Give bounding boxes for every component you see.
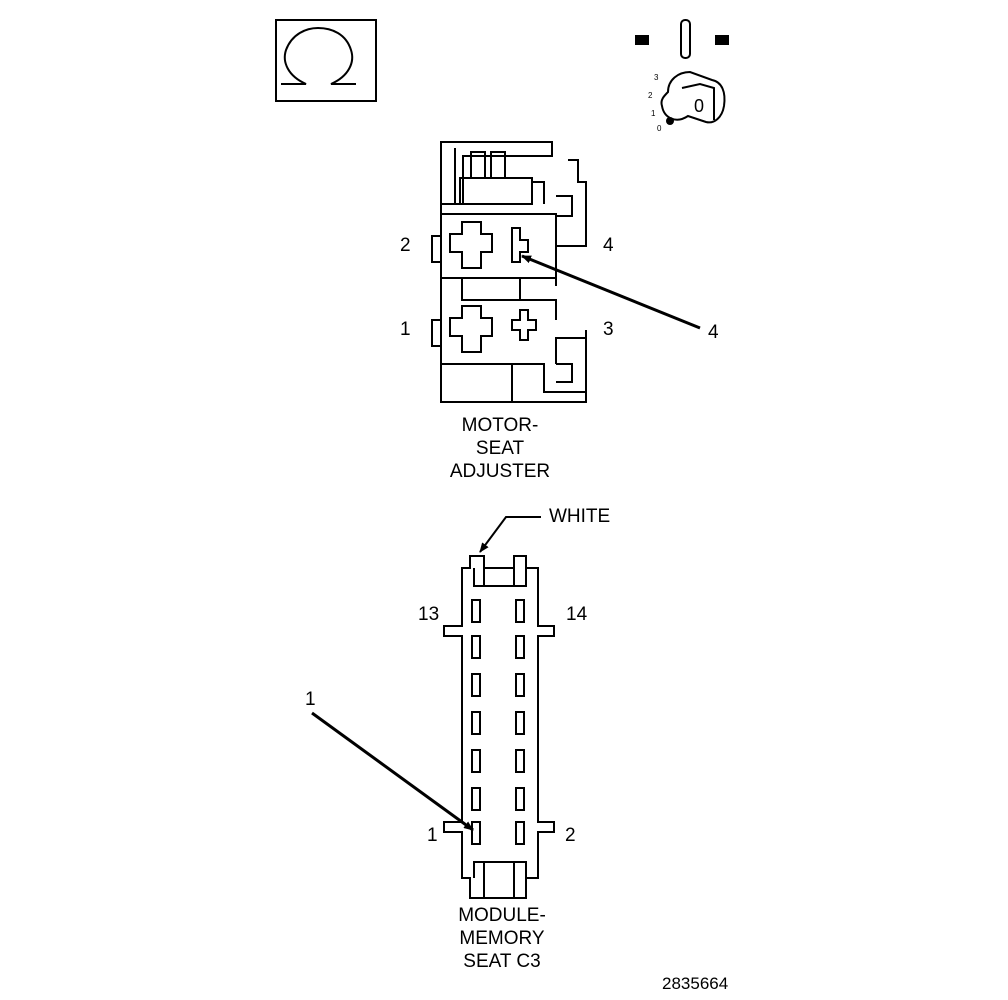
- callout-leader-1: [311, 711, 474, 832]
- motor-pin-3-label: 3: [603, 319, 614, 340]
- key-dial-2: 2: [648, 91, 653, 100]
- module-caption: MODULE- MEMORY SEAT C3: [432, 904, 572, 973]
- motor-caption-line-2: SEAT: [475, 438, 525, 459]
- motor-pin-4-label: 4: [603, 235, 614, 256]
- module-pin-2-label: 2: [565, 825, 576, 846]
- key-dial-0: 0: [657, 124, 662, 133]
- key-dial-3: 3: [654, 73, 659, 82]
- memory-seat-connector: [443, 555, 555, 899]
- ohm-symbol-icon: [275, 19, 377, 102]
- module-callout-number: 1: [305, 689, 316, 710]
- motor-caption-line-1: MOTOR-: [461, 415, 539, 436]
- motor-seat-connector: [431, 141, 587, 403]
- module-caption-line-2: MEMORY: [459, 928, 545, 949]
- motor-callout-number: 4: [708, 322, 719, 343]
- module-caption-line-1: MODULE-: [458, 905, 546, 926]
- module-pin-1-label: 1: [427, 825, 438, 846]
- motor-pin-1-label: 1: [400, 319, 411, 340]
- key-dial-1: 1: [651, 109, 656, 118]
- ignition-key-icon: [635, 19, 729, 125]
- motor-caption-line-3: ADJUSTER: [449, 461, 551, 482]
- callout-leader-4: [521, 254, 701, 330]
- key-position-label: 0: [694, 96, 705, 116]
- white-color-label: WHITE: [549, 506, 611, 527]
- motor-pin-2-label: 2: [400, 235, 411, 256]
- module-pin-13-label: 13: [418, 604, 440, 625]
- figure-number: 2835664: [662, 974, 729, 993]
- white-leader: [479, 516, 541, 553]
- module-pin-14-label: 14: [566, 604, 588, 625]
- motor-seat-caption: MOTOR- SEAT ADJUSTER: [430, 414, 570, 483]
- module-caption-line-3: SEAT C3: [463, 951, 541, 972]
